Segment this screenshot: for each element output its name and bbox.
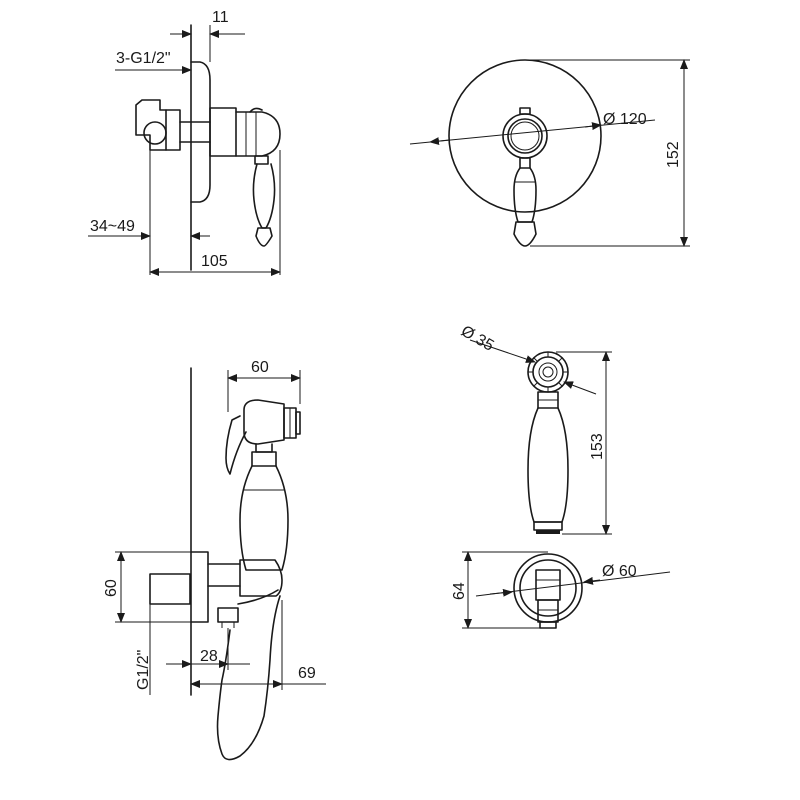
valve-ring-inner <box>507 118 543 154</box>
front-handle <box>513 157 537 247</box>
dim-elbow-height: 60 <box>103 579 120 597</box>
dim-spray-width: 60 <box>251 359 269 376</box>
dim-spray-length: 153 <box>589 433 606 460</box>
valve-body <box>209 107 237 157</box>
dim-hose-offset: 69 <box>298 665 316 682</box>
dim-holder-diameter: Ø 60 <box>602 563 637 580</box>
elbow-outlet <box>217 589 279 628</box>
wall-elbow-body <box>149 573 191 605</box>
holder-front <box>513 553 583 629</box>
dim-projection: 105 <box>201 253 228 270</box>
cover-plate <box>190 61 211 203</box>
outlet-connector <box>135 99 211 151</box>
dim-elbow-offset: 28 <box>200 648 218 665</box>
valve-ring-outer <box>502 113 548 159</box>
front-view-spray: Ø 35 153 64 Ø 60 <box>451 323 671 629</box>
dim-total-height: 152 <box>665 141 682 168</box>
holder-bracket <box>239 559 283 597</box>
dim-thread: G1/2" <box>135 650 152 690</box>
front-view-mixer: Ø 120 152 <box>409 59 690 247</box>
dim-plate-diameter: Ø 120 <box>603 111 647 128</box>
handle-lever <box>252 155 276 247</box>
spray-head <box>225 399 301 571</box>
dim-wall-offset: 11 <box>212 9 229 26</box>
handle-cap <box>235 111 281 157</box>
dim-holder-height: 64 <box>451 582 468 600</box>
hose <box>216 595 281 761</box>
spray-head-ridges <box>528 352 568 392</box>
side-view-mixer: 11 3-G1/2" 34~49 105 <box>88 9 281 276</box>
dim-head-diameter: Ø 35 <box>458 323 497 355</box>
dim-thread-outlets: 3-G1/2" <box>116 50 171 67</box>
dim-depth-range: 34~49 <box>90 218 135 235</box>
wall-flange <box>190 551 209 623</box>
spray-head-mid <box>532 356 564 388</box>
spray-handle <box>527 407 569 523</box>
cover-plate-circle <box>448 59 602 213</box>
side-view-spray: 60 60 G1/2" 28 69 <box>103 359 326 761</box>
